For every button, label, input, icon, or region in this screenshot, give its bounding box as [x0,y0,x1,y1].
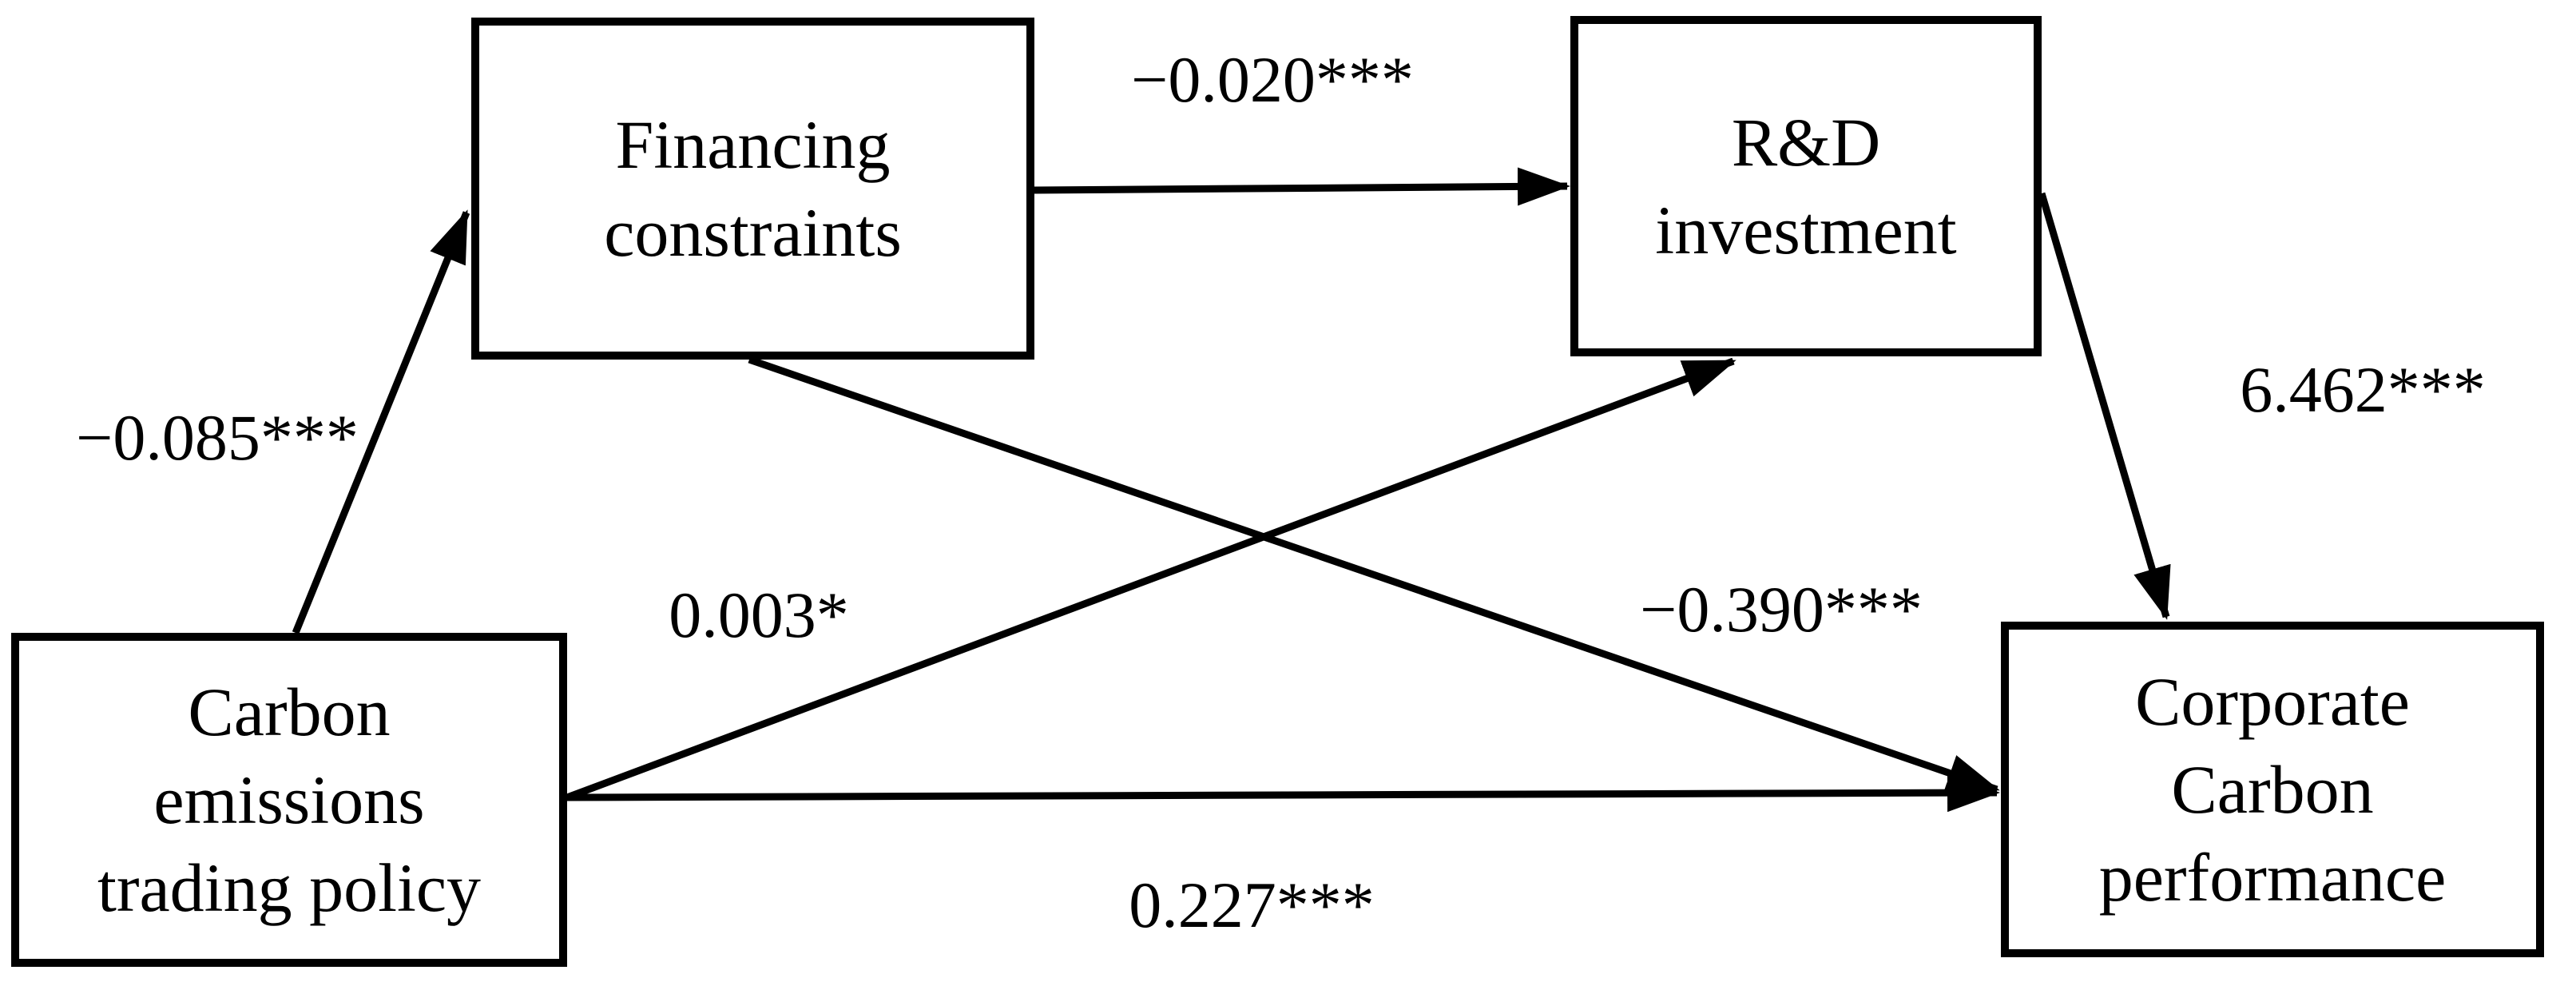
coefficient-carbon-to-rnd: 0.003* [669,578,849,651]
coefficient-carbon-to-financing: −0.085*** [76,401,359,474]
arrow-rnd-to-corporate [2038,192,2171,620]
node-label-line: performance [2098,839,2447,916]
node-label-line: R&D [1731,104,1881,181]
arrow-financing-to-rnd [1034,167,1570,206]
coefficient-financing-to-rnd: −0.020*** [1131,43,1414,116]
node-label-line: Corporate [2135,663,2410,740]
coefficient-rnd-to-corporate: 6.462*** [2240,353,2486,426]
node-label-line: investment [1655,192,1957,268]
node-label-line: Carbon [188,674,391,750]
node-rnd-investment: R&D investment [1570,16,2042,356]
node-corporate-carbon-performance: Corporate Carbon performance [2001,622,2544,957]
coefficient-financing-to-corporate: −0.390*** [1640,573,1923,646]
node-carbon-emissions-trading-policy: Carbon emissions trading policy [11,633,567,967]
node-label-line: Financing [615,106,891,183]
arrow-carbon-to-corporate [566,773,2000,813]
node-label-line: trading policy [97,849,482,926]
node-label-line: emissions [153,761,425,838]
coefficient-carbon-to-corporate: 0.227*** [1129,869,1375,941]
node-label-line: constraints [604,194,902,271]
node-label-line: Carbon [2171,751,2374,828]
node-financing-constraints: Financing constraints [471,18,1034,360]
